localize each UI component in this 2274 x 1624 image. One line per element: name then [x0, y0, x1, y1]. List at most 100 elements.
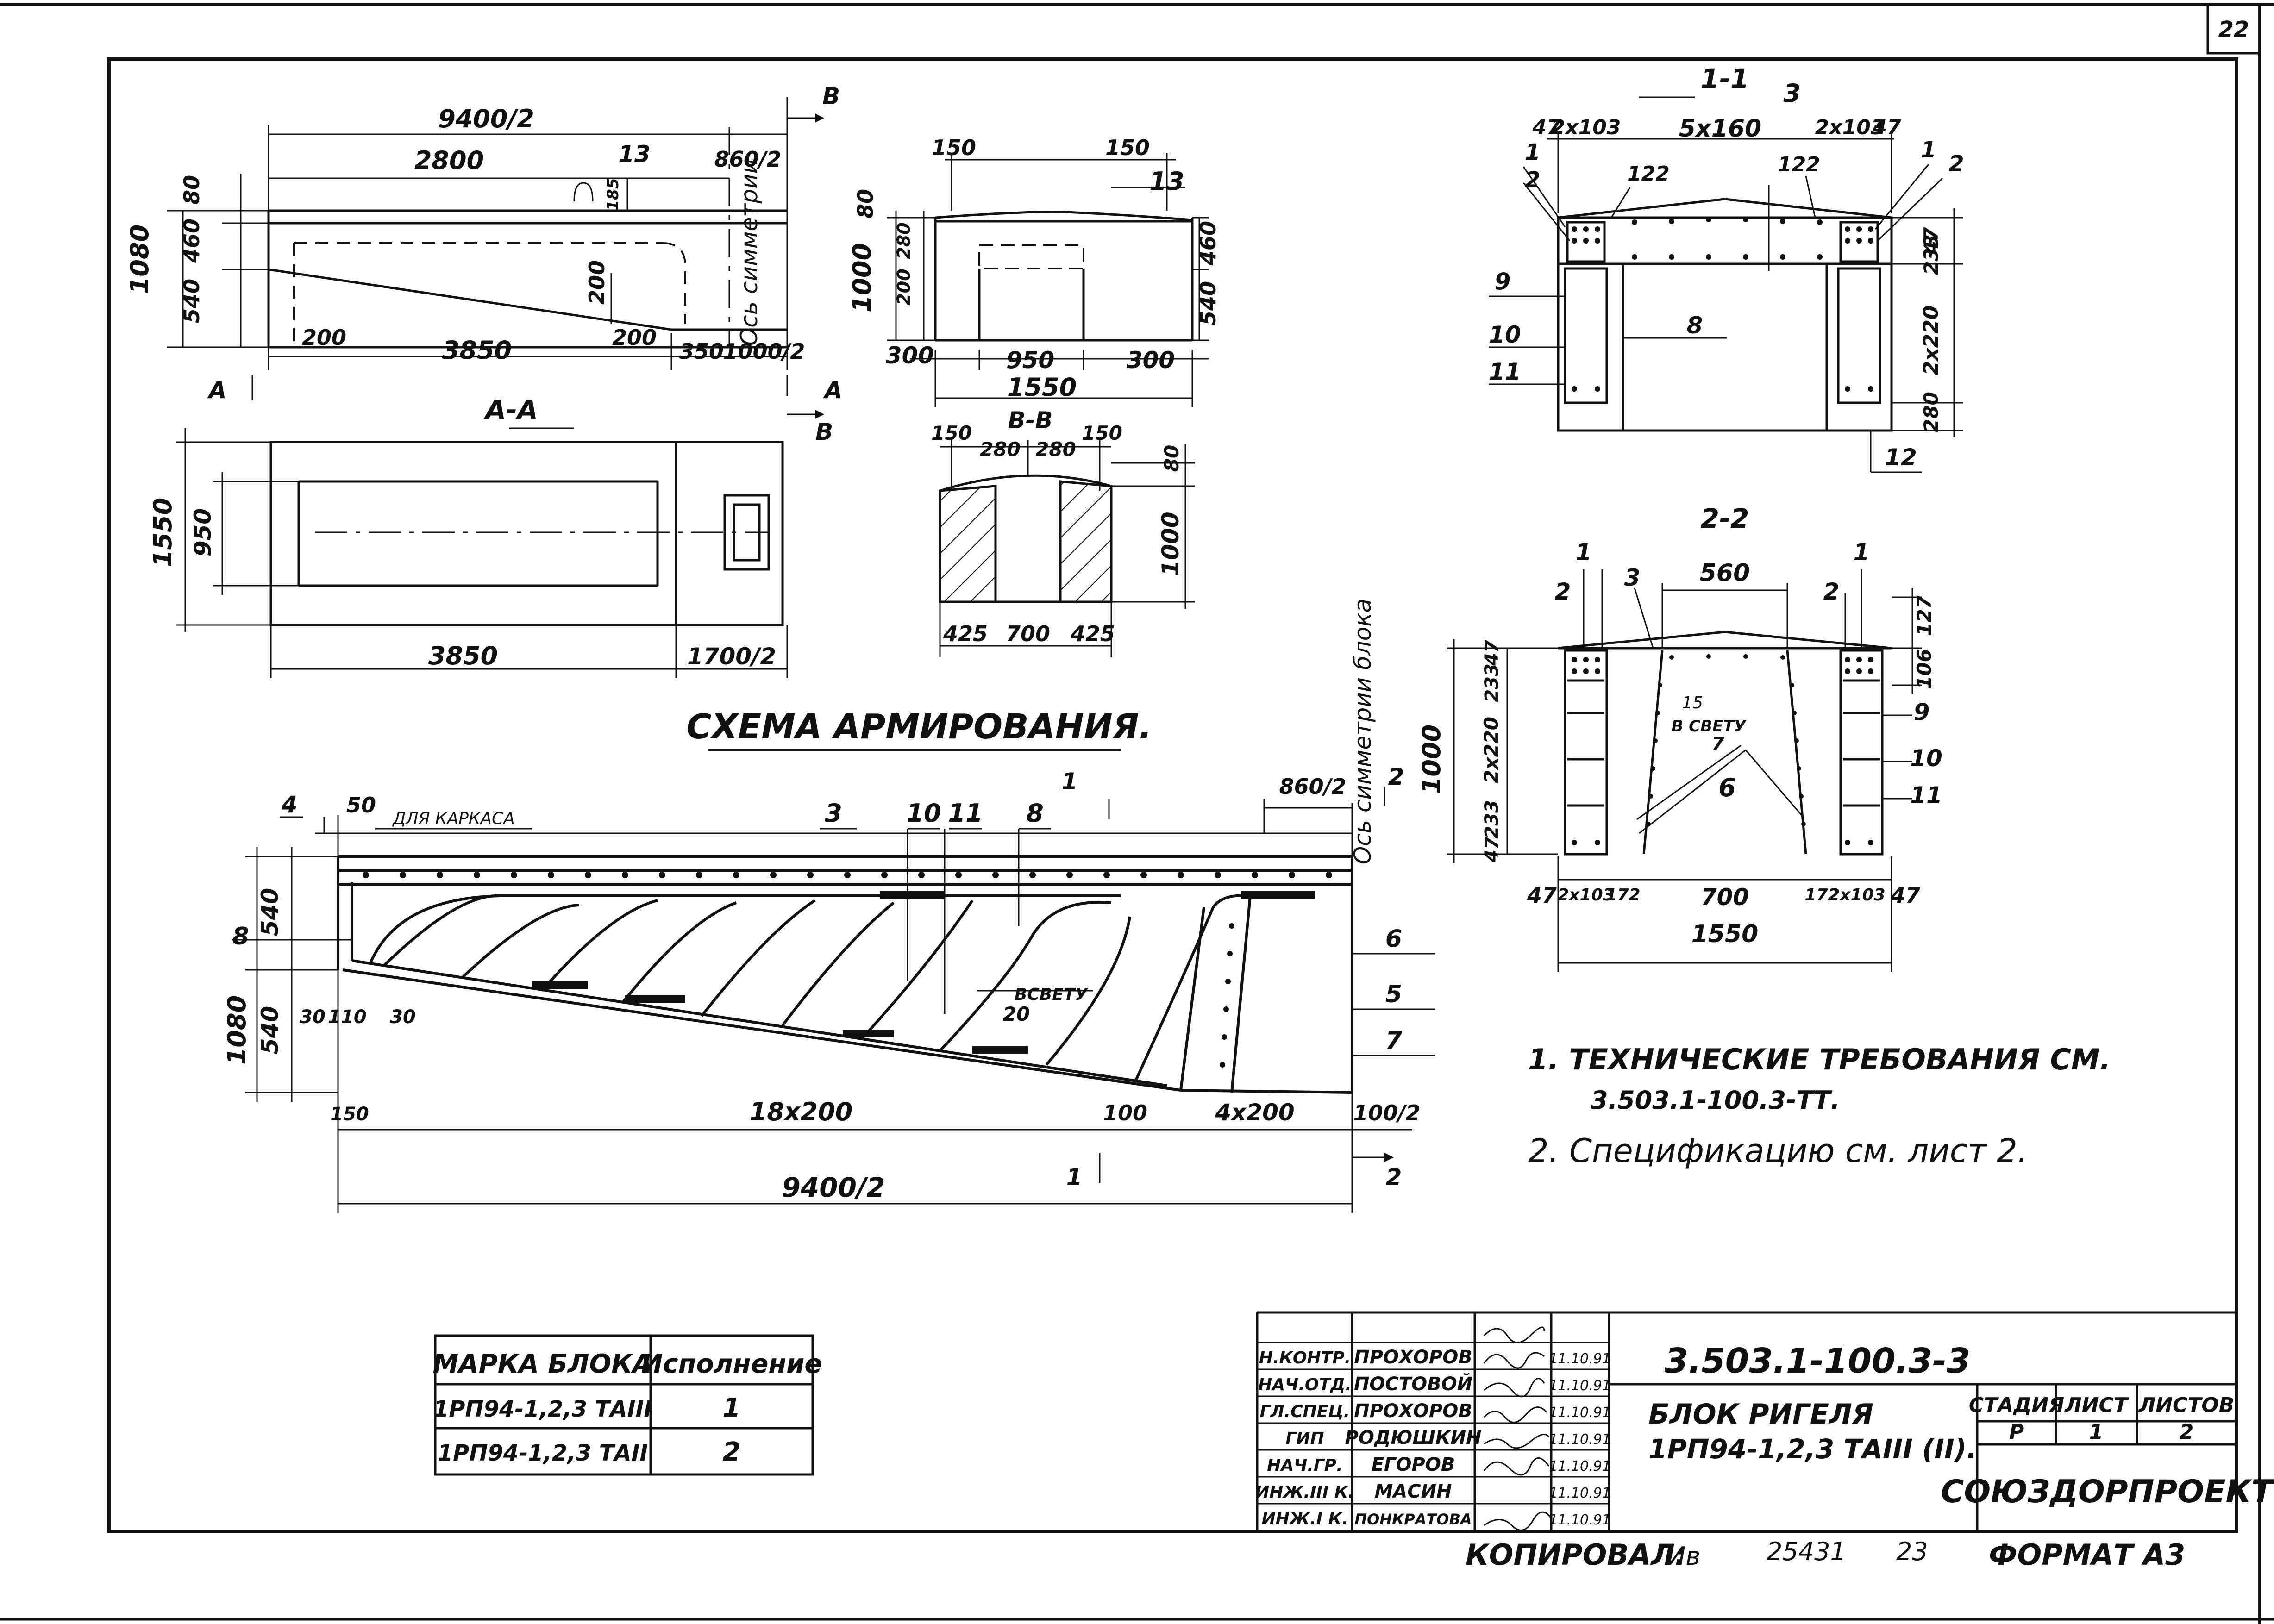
section-1-1: 1-1 3 47 2x103 5x160 2x103 47 1 2 122 12…	[1489, 63, 1964, 473]
dim-bb-425b: 425	[1070, 621, 1115, 646]
signature-6	[1483, 1457, 1550, 1476]
signature-4	[1483, 1406, 1547, 1423]
signature-5	[1484, 1433, 1550, 1449]
mark-r-4: 4	[281, 791, 298, 818]
dim-bt-150b: 150	[1105, 135, 1150, 160]
mark-22-11: 11	[1910, 782, 1942, 809]
signer-role-3: ГЛ.СПЕЦ.	[1260, 1402, 1350, 1421]
dim-b-350: 350	[679, 339, 724, 364]
dim-11-47a: 47	[1532, 116, 1561, 139]
dim-h-460: 460	[179, 219, 204, 263]
footer-num: 23	[1896, 1537, 1928, 1566]
dim-22-h233b: 233	[1481, 800, 1503, 839]
dim-b-200a: 200	[302, 325, 346, 350]
section-bb-title: B-B	[1008, 407, 1053, 434]
dim-bt-1550: 1550	[1007, 373, 1077, 402]
section-bb: B-B 150 280 280 150 80 1000 425 700 425	[931, 407, 1195, 657]
label-22-v-svetu: В СВЕТУ	[1671, 717, 1747, 736]
dim-22-w47b: 47	[1890, 883, 1920, 908]
dim-elevation-860: 860/2	[714, 147, 782, 172]
dim-11-122b: 122	[1778, 153, 1820, 176]
dim-b-1000: 1000/2	[723, 339, 805, 364]
mark-11-2b: 2	[1948, 151, 1964, 177]
section-aa-title: A-A	[483, 394, 538, 425]
dim-11-122a: 122	[1627, 162, 1670, 186]
cut-r-1-top: 1	[1062, 768, 1078, 795]
dim-bb-280a: 280	[980, 438, 1021, 461]
dim-r-100-2: 100/2	[1353, 1100, 1421, 1125]
signer-role-7: ИНЖ.I К.	[1261, 1510, 1348, 1529]
signer-name-2: ПОСТОВОЙ	[1354, 1373, 1472, 1395]
signer-name-4: РОДЮШКИН	[1345, 1427, 1482, 1449]
mark-13: 13	[618, 141, 651, 168]
dim-r-20: 20	[1003, 1003, 1030, 1025]
mark-r-11: 11	[948, 799, 983, 828]
dim-bt-80: 80	[853, 189, 878, 219]
dim-r-540a: 540	[257, 888, 283, 936]
dim-bt-280: 280	[894, 222, 914, 259]
dim-r-18x200: 18x200	[750, 1097, 853, 1126]
dim-h-80: 80	[179, 175, 204, 205]
signer-date-7: 11.10.91	[1549, 1512, 1611, 1528]
table-header-mark: МАРКА БЛОКА	[433, 1349, 653, 1379]
table-header-variant: Исполнение	[641, 1349, 822, 1379]
dim-22-106: 106	[1913, 649, 1936, 689]
cut-r-2-top: 2	[1388, 763, 1404, 790]
section-22-title: 2-2	[1701, 503, 1749, 534]
dim-r-150: 150	[330, 1104, 369, 1125]
dim-h-200: 200	[584, 260, 609, 305]
dim-bt-460: 460	[1196, 221, 1221, 266]
dim-22-127: 127	[1913, 595, 1936, 636]
dim-bb-150a: 150	[931, 422, 972, 444]
cut-mark-b-top: B	[822, 83, 840, 110]
dim-aa-950: 950	[189, 508, 216, 556]
dim-11-2x103a: 2x103	[1551, 116, 1621, 139]
dim-bb-1000: 1000	[1157, 512, 1184, 576]
dim-11-h233: 233	[1920, 234, 1942, 275]
footer-order: 25431	[1767, 1537, 1846, 1566]
sheet-value: 1	[2089, 1420, 2104, 1444]
signer-date-6: 11.10.91	[1549, 1485, 1611, 1501]
mark-22-7: 7	[1711, 733, 1724, 755]
dim-aa-1550: 1550	[148, 498, 177, 567]
dim-bt-540: 540	[1196, 281, 1221, 325]
reinforcement-axis-label: Ось симметрии блока	[1349, 599, 1376, 864]
mark-r-6: 6	[1385, 925, 1402, 953]
dim-bt-1000: 1000	[847, 243, 877, 312]
title-block: Н.КОНТР. НАЧ.ОТД. ГЛ.СПЕЦ. ГИП НАЧ.ГР. И…	[1255, 1311, 2274, 1531]
dim-bt-200: 200	[894, 269, 914, 305]
mark-r-5: 5	[1385, 981, 1402, 1008]
label-r-vsvetu: ВСВЕТУ	[1015, 985, 1089, 1004]
notes: 1. ТЕХНИЧЕСКИЕ ТРЕБОВАНИЯ СМ. 3.503.1-10…	[1528, 1043, 2111, 1170]
dim-r-50: 50	[346, 793, 376, 818]
signer-name-5: ЕГОРОВ	[1372, 1454, 1455, 1475]
marks-table: МАРКА БЛОКА Исполнение 1РП94-1,2,3 ТАIII…	[433, 1334, 822, 1476]
sheet-number: 22	[2218, 17, 2249, 43]
item-name-2: 1РП94-1,2,3 ТАIII (II).	[1648, 1433, 1977, 1465]
mark-22-9: 9	[1914, 699, 1930, 725]
signer-date-2: 11.10.91	[1549, 1378, 1611, 1394]
table-cell-variant-1: 1	[723, 1393, 741, 1423]
signer-role-4: ГИП	[1285, 1429, 1324, 1448]
dim-22-w172a: 172	[1605, 886, 1640, 905]
mark-r-7: 7	[1385, 1027, 1403, 1055]
stage-header: СТАДИЯ	[1969, 1393, 2064, 1417]
dim-h-540: 540	[179, 279, 204, 323]
dim-h-1080: 1080	[125, 225, 154, 294]
mark-bt-13: 13	[1149, 167, 1184, 196]
dim-bb-80: 80	[1160, 445, 1183, 472]
signer-name-1: ПРОХОРОВ	[1354, 1347, 1472, 1368]
dim-elevation-2800: 2800	[414, 146, 484, 175]
signer-name-6: МАСИН	[1374, 1481, 1452, 1502]
dim-11-47b: 47	[1872, 116, 1901, 139]
signer-name-7: ПОНКРАТОВА	[1354, 1511, 1472, 1528]
reinforcement-scheme: СХЕМА АРМИРОВАНИЯ. Ось симметрии блока	[222, 599, 1435, 1213]
mark-22-1a: 1	[1576, 539, 1592, 566]
signer-role-2: НАЧ.ОТД.	[1258, 1375, 1352, 1394]
mark-11-2a: 2	[1525, 167, 1540, 193]
dim-bb-150b: 150	[1082, 422, 1122, 444]
signature-2	[1483, 1352, 1545, 1369]
mark-r-8: 8	[1026, 799, 1044, 828]
mark-22-3: 3	[1624, 564, 1641, 591]
